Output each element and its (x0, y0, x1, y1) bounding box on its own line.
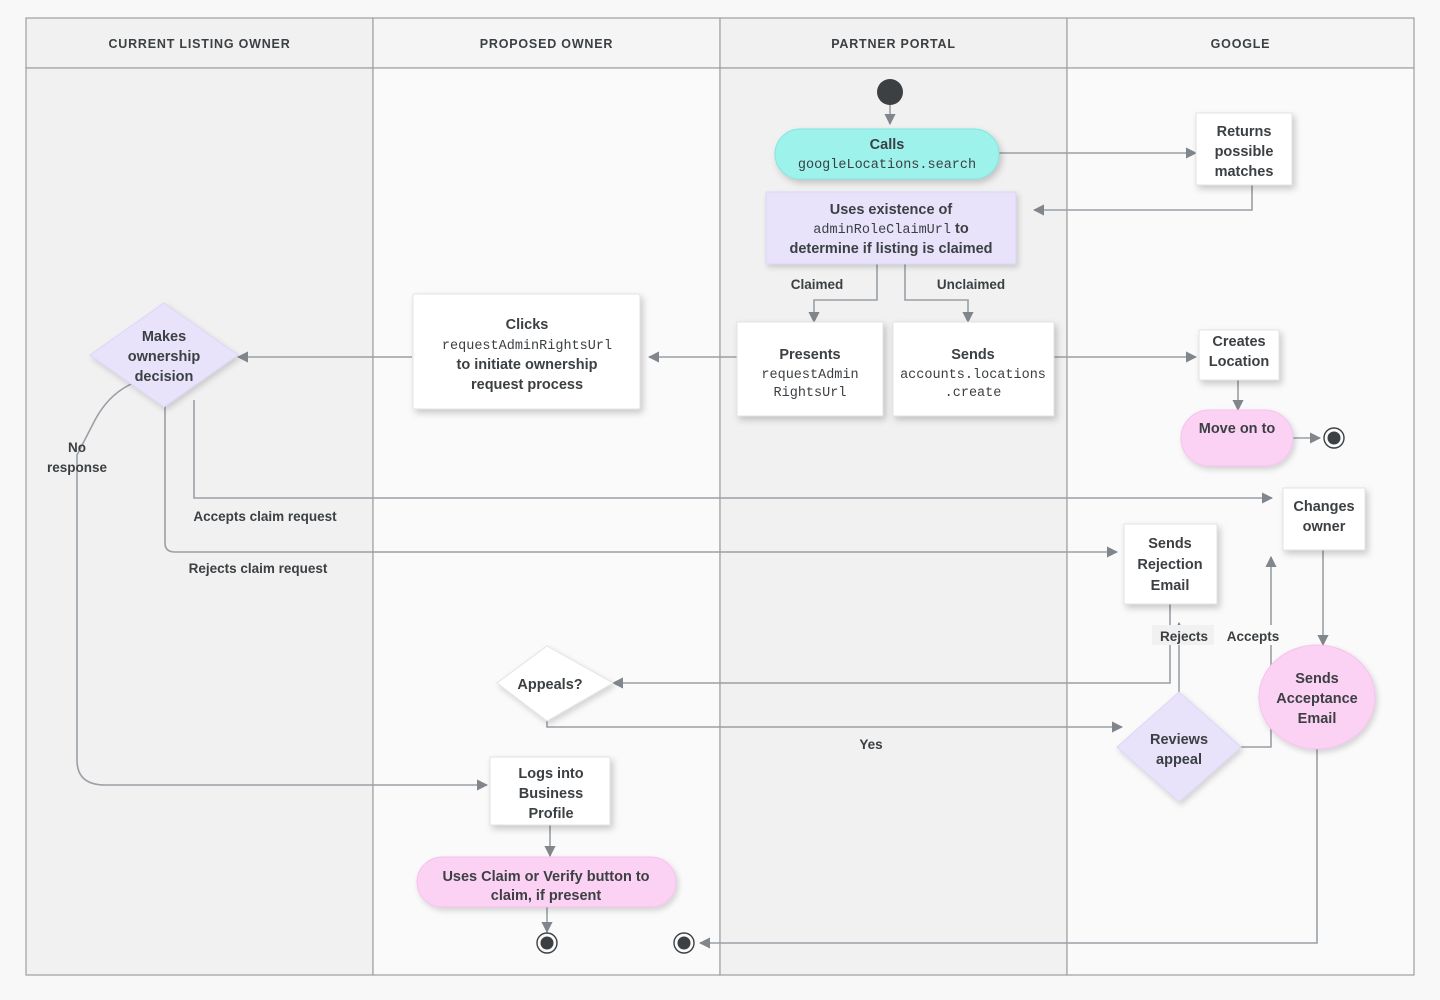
lane-header-label: GOOGLE (1211, 37, 1271, 51)
node-label-line: Creates (1212, 334, 1265, 350)
node-presents-requestadminrightsurl[interactable]: Presents requestAdmin RightsUrl (736, 321, 884, 417)
node-label-line: Email (1298, 711, 1337, 727)
node-label-line: Clicks (506, 317, 549, 333)
edge-decision-no-response (76, 381, 489, 791)
node-end-google[interactable] (1323, 427, 1345, 449)
node-label-line: Logs into (518, 766, 583, 782)
lane-header-partner-portal: PARTNER PORTAL (831, 37, 956, 51)
node-uses-claim-or-verify-button[interactable]: Uses Claim or Verify button to claim, if… (416, 856, 677, 908)
node-label-line: appeal (1156, 752, 1202, 768)
node-label-suffix: to (951, 221, 969, 237)
node-label-line: to initiate ownership (457, 357, 598, 373)
lane-header-label: PARTNER PORTAL (831, 37, 956, 51)
node-move-on-to[interactable]: Move on to (1180, 409, 1294, 467)
node-label-line: determine if listing is claimed (789, 241, 992, 257)
node-label-line: Makes (142, 329, 186, 345)
edge-label-claimed: Claimed (791, 277, 844, 292)
node-label-line: claim, if present (491, 888, 602, 904)
lane-header-label: PROPOSED OWNER (480, 37, 613, 51)
node-label-code: adminRoleClaimUrl (813, 223, 951, 238)
node-label-line: owner (1303, 519, 1346, 535)
edge-uses-to-sendscreate (904, 264, 974, 324)
node-label-line: Sends (951, 347, 995, 363)
lane-header-proposed-owner: PROPOSED OWNER (480, 37, 613, 51)
node-sends-accounts-locations-create[interactable]: Sends accounts.locations .create (892, 321, 1055, 417)
node-end-proposed-owner[interactable] (536, 932, 558, 954)
node-returns-possible-matches[interactable]: Returns possible matches (1195, 112, 1293, 186)
node-label-line: Uses Claim or Verify button to (442, 869, 649, 885)
edge-returns-to-uses (1032, 185, 1253, 216)
edge-label-group: Claimed Unclaimed No response Accepts cl… (47, 272, 1288, 753)
node-label-line: ownership (128, 349, 201, 365)
lane-header-label: CURRENT LISTING OWNER (108, 37, 290, 51)
node-label-line: Sends (1148, 536, 1192, 552)
edge-acceptance-to-end (698, 737, 1318, 949)
lane-header-current-listing-owner: CURRENT LISTING OWNER (108, 37, 290, 51)
node-label-line: requestAdminRightsUrl (442, 339, 612, 354)
node-label-line: Sends (1295, 671, 1339, 687)
node-start-circle[interactable] (877, 79, 903, 105)
node-label-line: requestAdmin (761, 368, 858, 383)
node-calls-googlelocations-search[interactable]: Calls googleLocations.search (774, 128, 1000, 180)
node-uses-existence-adminroleclaimurl[interactable]: Uses existence of adminRoleClaimUrl to d… (765, 191, 1017, 265)
node-makes-ownership-decision[interactable]: Makes ownership decision (89, 302, 239, 408)
edge-label-accepts: Accepts (1227, 629, 1280, 644)
edge-label-accepts-claim-request: Accepts claim request (193, 509, 337, 524)
node-label-line: Reviews (1150, 732, 1208, 748)
edge-reviews-accepts (1230, 555, 1277, 748)
node-sends-rejection-email[interactable]: Sends Rejection Email (1123, 523, 1218, 605)
node-label-line: possible (1215, 144, 1274, 160)
node-label-line-mixed: adminRoleClaimUrl to (813, 221, 969, 238)
edge-label-rejects: Rejects (1160, 629, 1208, 644)
node-label-line: Calls (870, 137, 905, 153)
node-label-line: Acceptance (1276, 691, 1357, 707)
edge-decision-accepts (193, 400, 1274, 504)
node-label-line: Location (1209, 354, 1269, 370)
node-label-line: .create (945, 386, 1002, 401)
node-label-line: Returns (1217, 124, 1272, 140)
node-label-line: request process (471, 377, 583, 393)
node-clicks-requestadminrightsurl[interactable]: Clicks requestAdminRightsUrl to initiate… (412, 293, 641, 410)
node-logs-into-business-profile[interactable]: Logs into Business Profile (489, 756, 611, 826)
node-label-line: Rejection (1137, 557, 1202, 573)
edge-label-rejects-claim-request: Rejects claim request (189, 561, 328, 576)
edge-label-no-response-line1: No (68, 440, 86, 455)
node-label-line: Appeals? (517, 677, 582, 693)
edge-label-no-response-line2: response (47, 460, 108, 475)
lane-header-google: GOOGLE (1211, 37, 1271, 51)
flow-edges (76, 104, 1329, 949)
node-label-line: matches (1215, 164, 1274, 180)
node-label-line: Business (519, 786, 583, 802)
node-creates-location[interactable]: Creates Location (1198, 329, 1280, 381)
node-label-line: Profile (528, 806, 573, 822)
node-label-line: RightsUrl (774, 386, 847, 401)
edge-uses-to-presents (808, 264, 878, 324)
edge-label-yes: Yes (859, 737, 882, 752)
node-sends-acceptance-email[interactable]: Sends Acceptance Email (1258, 644, 1376, 750)
node-label-line: Presents (779, 347, 840, 363)
node-changes-owner[interactable]: Changes owner (1282, 487, 1366, 551)
edge-decision-rejects (164, 400, 1119, 558)
node-label-line: decision (135, 369, 194, 385)
node-end-proposed-owner-2[interactable] (673, 932, 695, 954)
node-label-line: googleLocations.search (798, 158, 976, 173)
node-label-line: Changes (1293, 499, 1354, 515)
node-appeals-decision[interactable]: Appeals? (496, 645, 615, 722)
node-label-line: accounts.locations (900, 368, 1046, 383)
node-label-line: Uses existence of (830, 202, 953, 218)
node-reviews-appeal[interactable]: Reviews appeal (1116, 691, 1242, 803)
node-label-line: Move on to (1199, 421, 1276, 437)
node-label-line: Email (1151, 578, 1190, 594)
edge-label-unclaimed: Unclaimed (937, 277, 1005, 292)
